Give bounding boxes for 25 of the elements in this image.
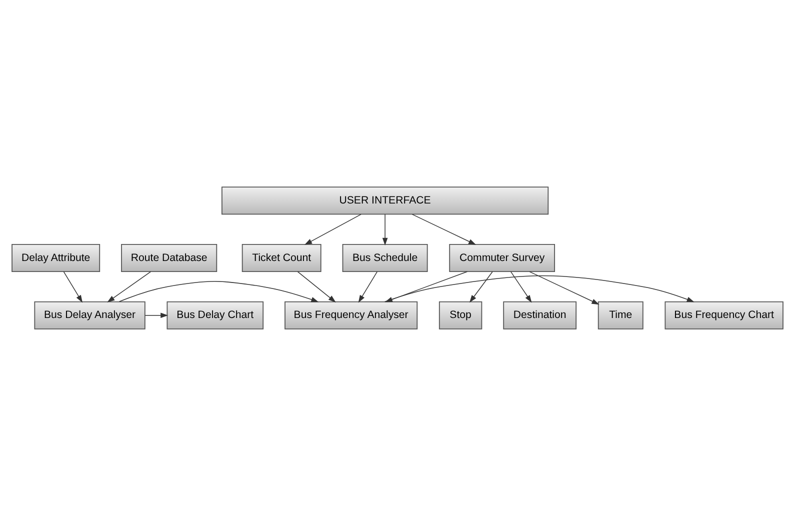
node-box: Time — [598, 300, 644, 329]
arrow — [412, 213, 476, 244]
node-box: Stop — [438, 300, 482, 329]
arrow — [144, 312, 168, 318]
node-box: Bus Frequency Chart — [664, 300, 784, 329]
arrow — [529, 270, 600, 304]
node-box: Bus Delay Chart — [166, 300, 264, 329]
arrow — [382, 213, 388, 245]
arrow — [304, 213, 362, 244]
node-box: USER INTERFACE — [221, 186, 549, 214]
node-box: Destination — [503, 300, 577, 329]
node-box: Route Database — [121, 243, 218, 272]
arrow — [358, 270, 378, 302]
node-box: Ticket Count — [242, 243, 322, 272]
node-box: Commuter Survey — [449, 243, 556, 272]
arrow — [297, 270, 336, 302]
arrow — [118, 280, 319, 302]
arrow — [63, 270, 83, 302]
arrow — [469, 270, 493, 302]
node-box: Bus Delay Analyser — [34, 300, 146, 329]
arrow — [107, 270, 152, 302]
node-box: Bus Frequency Analyser — [284, 300, 418, 329]
arrow — [510, 270, 532, 302]
node-box: Bus Schedule — [342, 243, 428, 272]
node-box: Delay Attribute — [12, 243, 100, 272]
